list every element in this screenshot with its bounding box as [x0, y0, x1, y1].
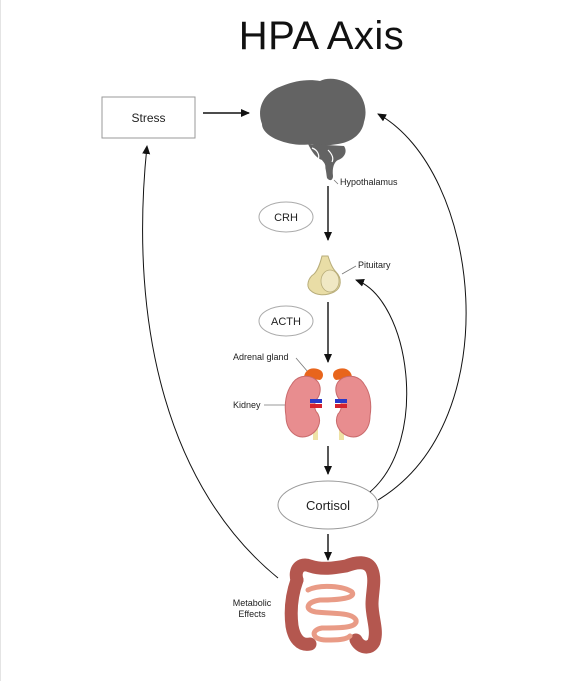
hypothalamus-label: Hypothalamus: [340, 177, 398, 187]
page-title: HPA Axis: [238, 14, 405, 58]
adrenal-leader: [295, 357, 309, 373]
kidney-label: Kidney: [233, 400, 261, 410]
acth-node: ACTH: [258, 305, 314, 337]
arrow-cortisol-to-pituitary: [355, 279, 408, 493]
metabolic-label-line1: Metabolic: [233, 598, 272, 608]
intestine-icon: [284, 556, 382, 654]
crh-node: CRH: [258, 201, 314, 233]
arrow-cortisol-to-hypothalamus: [377, 113, 467, 501]
stress-node: Stress: [101, 96, 196, 139]
brain-icon: [260, 78, 366, 181]
pituitary-leader: [341, 265, 357, 275]
kidneys-icon: [284, 368, 372, 440]
metabolic-label-line2: Effects: [238, 609, 266, 619]
hypothalamus-leader: [333, 179, 339, 185]
crh-label: CRH: [274, 212, 298, 224]
acth-label: ACTH: [271, 316, 301, 328]
stress-label: Stress: [131, 111, 165, 125]
adrenal-gland-label: Adrenal gland: [233, 352, 289, 362]
pituitary-icon: [307, 255, 341, 296]
arrow-metabolic-to-stress: [142, 145, 279, 579]
cortisol-label: Cortisol: [306, 498, 350, 513]
pituitary-label: Pituitary: [358, 260, 391, 270]
cortisol-node: Cortisol: [277, 480, 379, 530]
left-border: [0, 0, 1, 681]
